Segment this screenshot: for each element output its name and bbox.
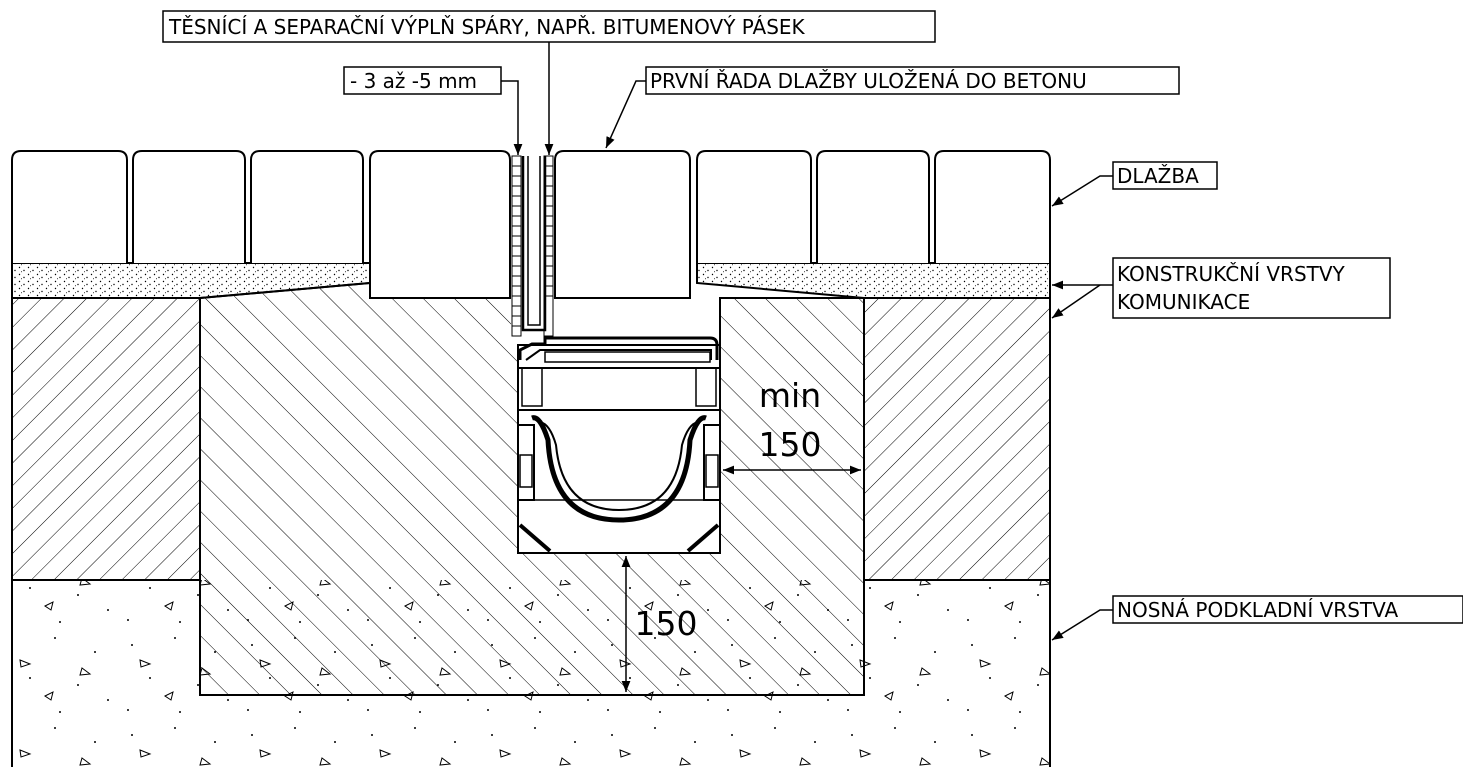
side-dimension: min 150 [723,376,861,475]
callout-offset: - 3 až -5 mm [343,66,523,155]
bottom-dimension: 150 [621,556,698,692]
side-dimension-min: min [759,376,821,415]
paving-block [250,150,364,263]
paving-block [934,150,1051,263]
paving-block [132,150,246,263]
drainage-channel [517,336,721,554]
callout-paving: DLAŽBA [1051,161,1218,207]
label-first-row: PRVNÍ ŘADA DLAŽBY ULOŽENÁ DO BETONU [650,69,1087,93]
joint-seal-strip [511,155,554,345]
paving-blocks [11,150,1051,299]
callout-seal: TĚSNÍCÍ A SEPARAČNÍ VÝPLŇ SPÁRY, NAPŘ. B… [162,10,936,155]
label-paving: DLAŽBA [1117,164,1199,188]
paving-block [554,150,691,299]
callout-layers: KONSTRUKČNÍ VRSTVY KOMUNIKACE [1051,257,1391,319]
label-offset: - 3 až -5 mm [350,69,477,93]
label-base: NOSNÁ PODKLADNÍ VRSTVA [1117,598,1399,622]
side-dimension-value: 150 [759,425,822,464]
paving-block [696,150,812,263]
callout-first-row: PRVNÍ ŘADA DLAŽBY ULOŽENÁ DO BETONU [605,66,1180,149]
callout-base: NOSNÁ PODKLADNÍ VRSTVA [1051,595,1463,641]
bottom-dimension-value: 150 [635,604,698,643]
label-layers-line2: KOMUNIKACE [1117,290,1250,314]
label-seal: TĚSNÍCÍ A SEPARAČNÍ VÝPLŇ SPÁRY, NAPŘ. B… [168,15,806,39]
sand-bedding-layer [11,262,1051,299]
label-layers-line1: KONSTRUKČNÍ VRSTVY [1117,262,1346,286]
paving-block [11,150,128,263]
paving-block [816,150,930,263]
paving-block [369,150,511,299]
